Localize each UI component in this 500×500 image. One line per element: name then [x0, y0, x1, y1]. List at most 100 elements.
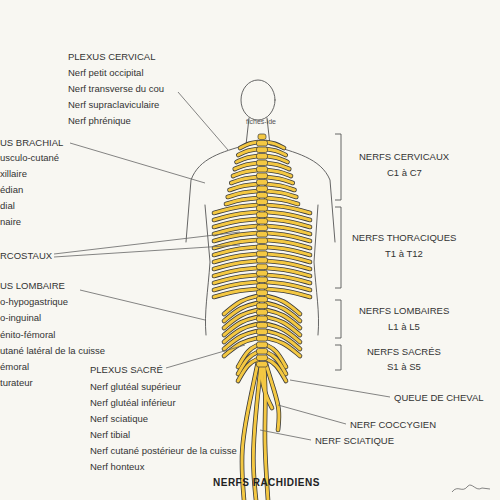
nerve-label: QUEUE DE CHEVAL [394, 393, 484, 403]
nerve-label: Nerf sciatique [90, 414, 148, 424]
leader-line [166, 345, 245, 368]
nerve-label: NERF SCIATIQUE [315, 436, 394, 446]
vertebra [257, 173, 268, 179]
nerve-label: énito-fémoral [0, 330, 55, 340]
nerve-stroke [214, 289, 258, 297]
vertebra [257, 232, 268, 238]
nerve-label: RCOSTAUX [0, 251, 52, 261]
nerve-stroke [266, 142, 284, 148]
nerve-stroke [240, 142, 258, 148]
region-label: L1 à L5 [388, 322, 420, 332]
leader-line [290, 380, 390, 397]
vertebra [257, 303, 268, 309]
vertebra [257, 193, 268, 199]
nerve-stroke [231, 177, 258, 183]
nerve-stroke [266, 149, 286, 155]
head-outline [241, 80, 275, 120]
bracket [335, 134, 341, 200]
nerve-label: PLEXUS CERVICAL [68, 52, 155, 62]
bracket [335, 207, 341, 288]
nerve-stroke [266, 170, 291, 176]
vertebra [257, 245, 268, 251]
nerve-stroke [226, 198, 258, 204]
vertebra [257, 199, 268, 205]
vertebra [257, 329, 268, 335]
bracket [335, 345, 341, 370]
leader-line [178, 92, 228, 150]
region-label: NERFS CERVICAUX [359, 152, 449, 162]
nerve-label: NERF COCCYGIEN [350, 420, 436, 430]
vertebra [257, 219, 268, 225]
vertebra [257, 258, 268, 264]
nerve-label: US BRACHIAL [0, 138, 63, 148]
vertebra [257, 251, 268, 257]
nerve-label: Nerf cutané postérieur de la cuisse [90, 446, 237, 456]
vertebra [257, 277, 268, 283]
vertebra [257, 362, 268, 368]
nerve-stroke [266, 191, 296, 197]
vertebra [257, 264, 268, 270]
region-label: T1 à T12 [385, 249, 423, 259]
vertebra [257, 336, 268, 342]
nerve-label: Nerf tibial [90, 430, 130, 440]
nerve-label: naire [0, 217, 21, 227]
nerve-stroke [233, 170, 258, 176]
nerve-stroke [238, 149, 258, 155]
leader-line [80, 290, 205, 320]
region-brackets [335, 134, 341, 370]
nerve-stroke [262, 366, 272, 408]
vertebra [257, 355, 268, 361]
vertebra [257, 297, 268, 303]
vertebra [257, 147, 268, 153]
nerve-stroke [266, 198, 298, 204]
nerve-stroke [228, 191, 258, 197]
nerve-stroke [266, 184, 295, 190]
nerve-label: Nerf petit occipital [68, 68, 144, 78]
leader-line [70, 143, 205, 183]
vertebra [257, 186, 268, 192]
vertebra [257, 349, 268, 355]
right-torso-outline [314, 205, 319, 335]
nerve-stroke [266, 163, 289, 169]
vertebra [257, 212, 268, 218]
vertebra [257, 271, 268, 277]
nerve-label: utané latéral de la cuisse [0, 346, 105, 356]
region-label: NERFS LOMBAIRES [359, 306, 449, 316]
vertebra [257, 225, 268, 231]
nerve-label: dial [0, 201, 15, 211]
nerve-label: turateur [0, 378, 33, 388]
nerve-stroke [235, 163, 258, 169]
nerve-stroke [266, 177, 293, 183]
nerve-label: Nerf transverse du cou [68, 84, 164, 94]
nerve-label: US LOMBAIRE [0, 281, 65, 291]
nerve-stroke [266, 156, 288, 162]
region-label: NERFS SACRÉS [367, 347, 441, 357]
nerve-stroke [230, 184, 259, 190]
region-label: C1 à C7 [387, 168, 422, 178]
nerve-label: usculo-cutané [0, 153, 59, 163]
nerve-label: émoral [0, 362, 29, 372]
nerve-label: Nerf supraclaviculaire [68, 100, 159, 110]
bracket [335, 300, 341, 338]
nerve-label: xillaire [0, 169, 27, 179]
vertebra [257, 284, 268, 290]
nerve-label: Nerf honteux [90, 462, 144, 472]
vertebra [257, 310, 268, 316]
leader-line [260, 430, 311, 440]
nerve-label: PLEXUS SACRÉ [90, 365, 163, 375]
vertebra [257, 141, 268, 147]
spinal-column [257, 134, 268, 367]
region-label: NERFS THORACIQUES [352, 233, 456, 243]
watermark: fiches-ide [246, 118, 276, 126]
nerve-label: o-inguinal [0, 313, 41, 323]
vertebra [257, 167, 268, 173]
body-silhouette [186, 80, 335, 335]
signature-scribble [452, 485, 490, 492]
vertebra [257, 160, 268, 166]
vertebra [257, 316, 268, 322]
vertebra [257, 290, 268, 296]
vertebra [257, 154, 268, 160]
nerve-label: Nerf glutéal supérieur [90, 382, 181, 392]
nerve-label: Nerf phrénique [68, 116, 131, 126]
nerve-stroke [237, 156, 259, 162]
